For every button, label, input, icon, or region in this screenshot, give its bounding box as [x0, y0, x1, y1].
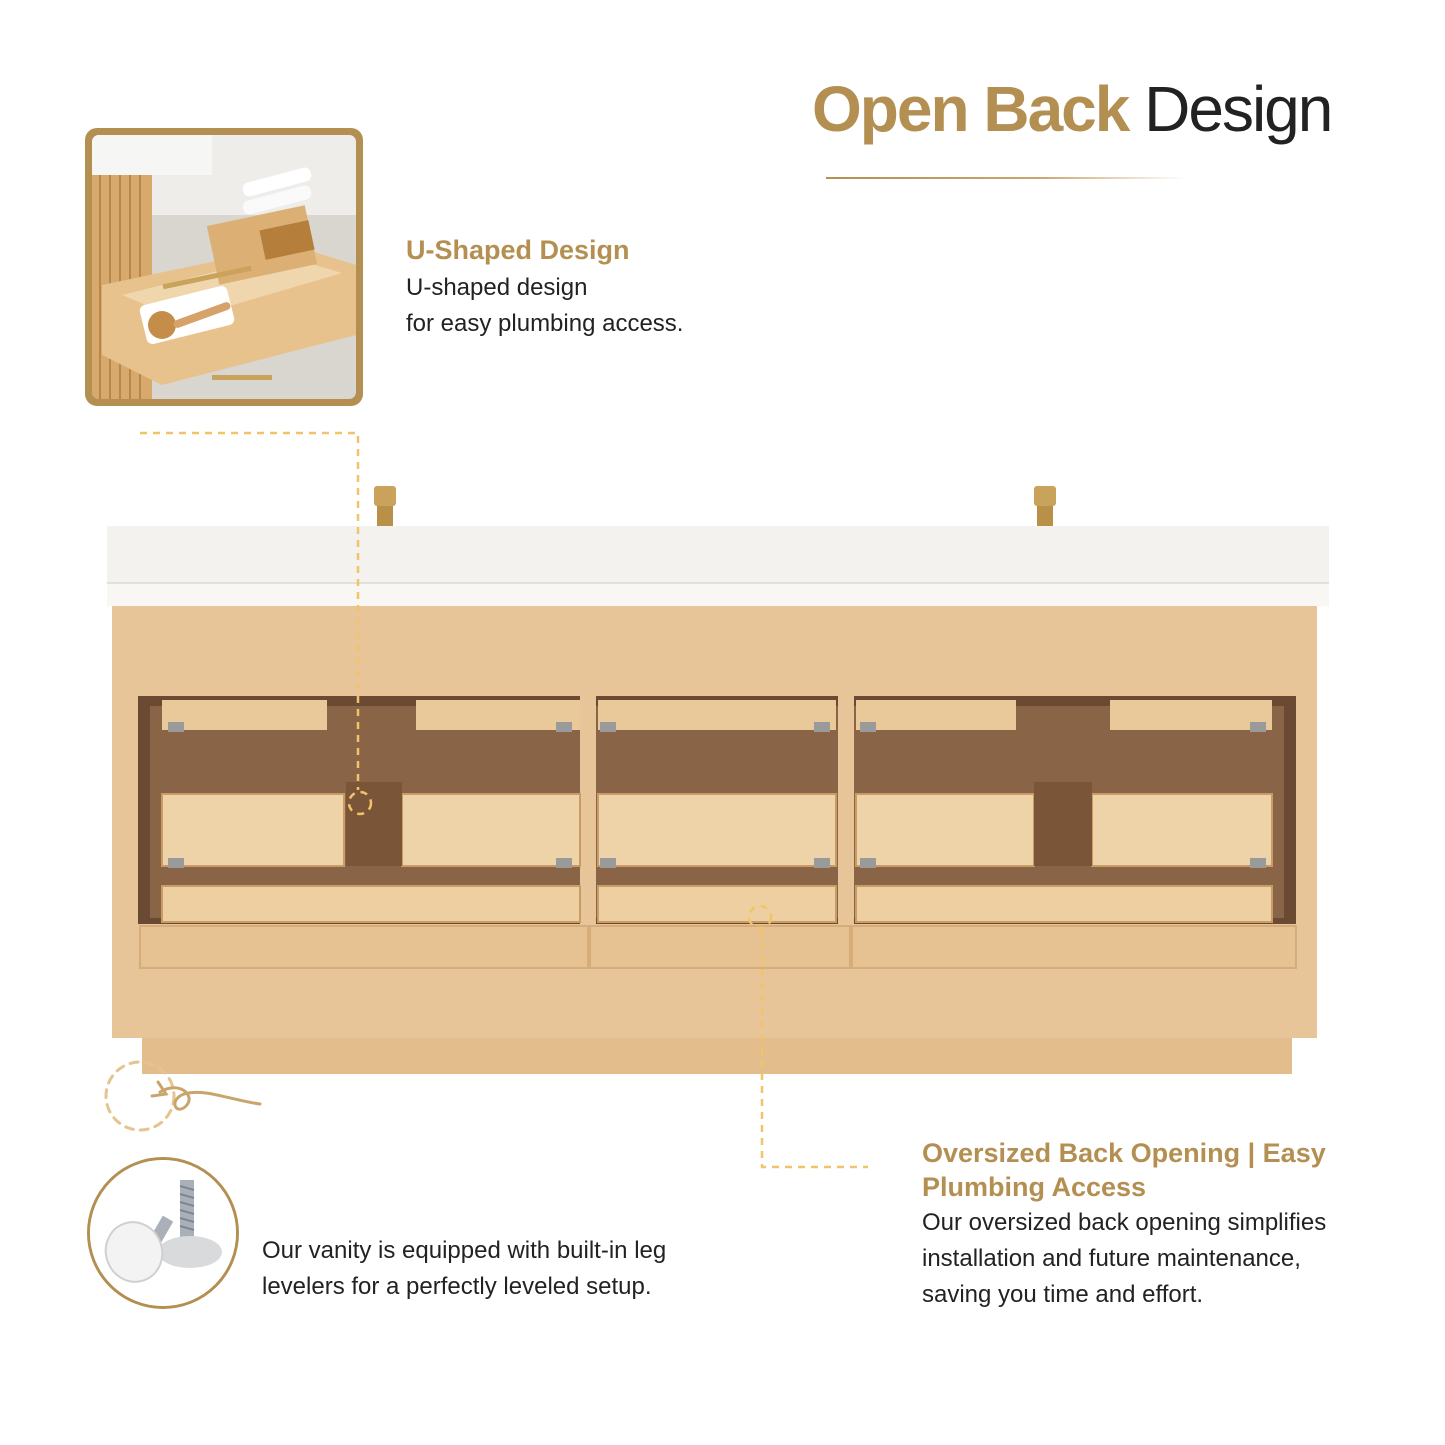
leveler-line-1: Our vanity is equipped with built-in leg — [262, 1237, 667, 1264]
oversized-heading-line-2: Plumbing Access — [922, 1172, 1147, 1202]
inset-photo-frame — [85, 128, 363, 406]
title-underline — [826, 177, 1186, 179]
faucet-icon — [374, 486, 1056, 528]
title-light: Design — [1144, 73, 1333, 145]
page-title: Open Back Design — [812, 72, 1412, 162]
inset-drawer-photo-icon — [92, 135, 356, 399]
leg-leveler-icon — [90, 1160, 236, 1306]
u-shaped-description: U-shaped design for easy plumbing access… — [406, 270, 826, 342]
leveler-line-2: levelers for a perfectly leveled setup. — [262, 1273, 652, 1300]
title-strong: Open Back — [812, 73, 1130, 145]
u-shaped-line-1: U-shaped design — [406, 274, 588, 301]
vanity-back-view — [107, 486, 1329, 1074]
leveler-photo-frame — [87, 1157, 239, 1309]
oversized-line-1: Our oversized back opening simplifies — [922, 1209, 1327, 1236]
oversized-line-3: saving you time and effort. — [922, 1281, 1204, 1308]
oversized-description: Our oversized back opening simplifies in… — [922, 1205, 1402, 1313]
u-shaped-line-2: for easy plumbing access. — [406, 310, 684, 337]
oversized-line-2: installation and future maintenance, — [922, 1245, 1301, 1272]
u-shaped-heading: U-Shaped Design — [406, 235, 630, 265]
oversized-heading-line-1: Oversized Back Opening | Easy — [922, 1138, 1326, 1168]
oversized-heading: Oversized Back Opening | Easy Plumbing A… — [922, 1136, 1392, 1204]
leveler-description: Our vanity is equipped with built-in leg… — [262, 1233, 782, 1305]
